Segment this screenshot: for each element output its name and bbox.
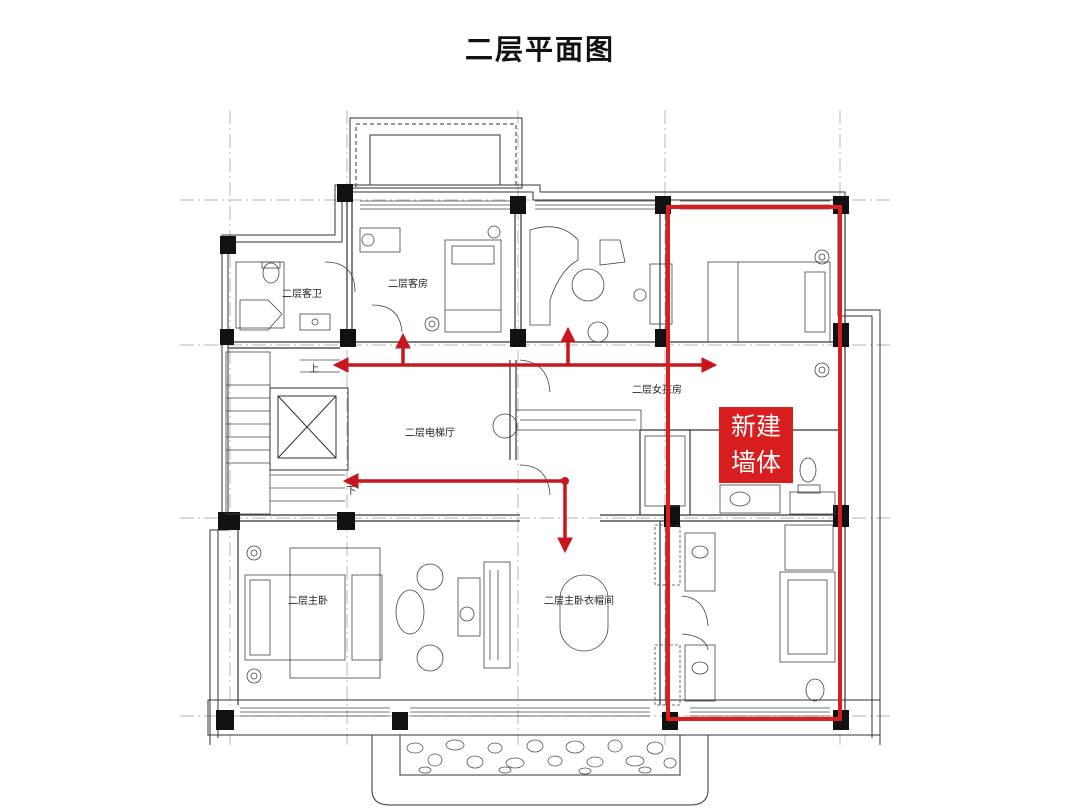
master-bath-fixtures xyxy=(654,524,836,706)
plan-title: 二层平面图 xyxy=(464,33,615,66)
elevator xyxy=(269,387,349,471)
room-label-daughter-room: 二层女孩房 xyxy=(632,383,682,396)
guest-bath-fixtures xyxy=(235,261,331,331)
new-wall-highlight xyxy=(666,205,842,721)
pebble-terrace xyxy=(406,739,677,775)
room-label-guest-bath: 二层客卫 xyxy=(282,287,322,300)
stair-up-label: 上 xyxy=(309,363,319,375)
stairs xyxy=(225,351,345,515)
room-label-guest-room: 二层客房 xyxy=(388,277,428,290)
lounge-furniture xyxy=(529,226,647,343)
room-labels: 二层客卫 二层客房 二层女孩房 二层电梯厅 二层主卧 二层主卧衣帽间 上 下 xyxy=(282,277,682,607)
room-label-elevator-hall: 二层电梯厅 xyxy=(405,426,455,439)
room-label-master-closet: 二层主卧衣帽间 xyxy=(544,594,614,607)
circulation-arrows xyxy=(332,326,718,554)
columns xyxy=(216,184,849,730)
new-wall-badge-line2: 墙体 xyxy=(730,448,781,477)
new-wall-badge: 新建 墙体 xyxy=(719,407,793,483)
master-bedroom-furniture xyxy=(244,545,609,684)
daughter-room-furniture xyxy=(515,249,831,431)
outer-walls xyxy=(207,117,881,806)
guest-room-furniture xyxy=(359,225,502,333)
daughter-bath-fixtures xyxy=(644,435,836,515)
arrow-junction-dot xyxy=(561,477,569,485)
new-wall-badge-line1: 新建 xyxy=(730,412,781,441)
room-label-master-bedroom: 二层主卧 xyxy=(288,594,328,607)
stair-down-label: 下 xyxy=(346,486,356,497)
